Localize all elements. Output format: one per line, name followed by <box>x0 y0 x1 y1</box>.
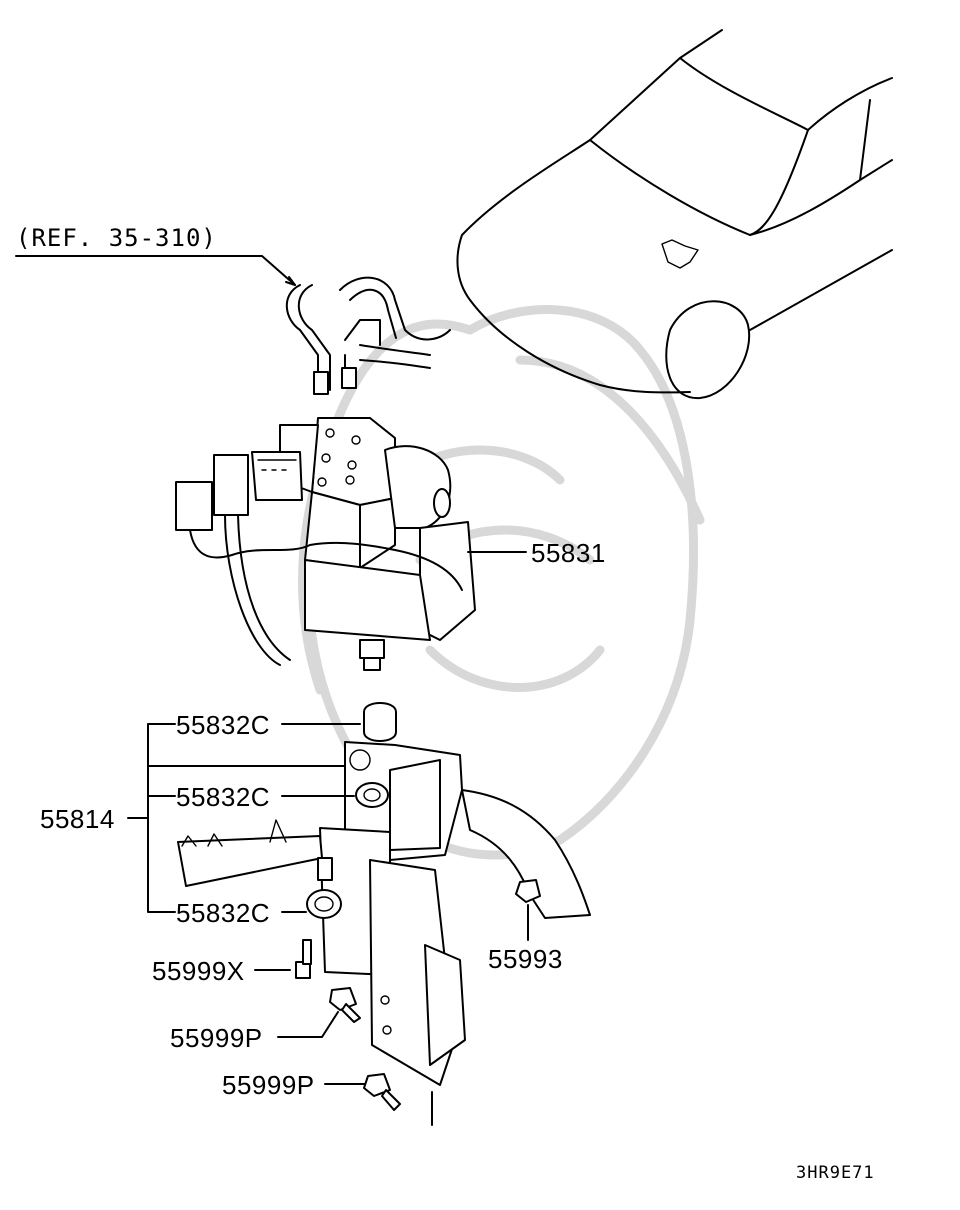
reference-leader <box>15 255 296 286</box>
part-label-55831[interactable]: 55831 <box>531 538 606 568</box>
part-label-55832c-top[interactable]: 55832C <box>176 710 271 740</box>
leader-lines <box>127 723 529 1126</box>
fasteners <box>295 879 541 1111</box>
insulators <box>306 702 397 919</box>
part-label-55999x[interactable]: 55999X <box>152 956 245 986</box>
bracket-assembly <box>177 741 591 1086</box>
diagram-code: 3HR9E71 <box>796 1163 875 1183</box>
part-label-55999p-lower[interactable]: 55999P <box>222 1070 315 1100</box>
part-label-55832c-bottom[interactable]: 55832C <box>176 898 271 928</box>
brake-lines <box>285 276 451 395</box>
part-label-55993[interactable]: 55993 <box>488 944 563 974</box>
vehicle-outline <box>456 29 893 400</box>
part-label-55999p-upper[interactable]: 55999P <box>170 1023 263 1053</box>
part-label-55814[interactable]: 55814 <box>40 804 115 834</box>
reference-label[interactable]: (REF. 35-310) <box>16 224 217 252</box>
abs-hydraulic-unit <box>175 417 476 671</box>
part-label-55832c-middle[interactable]: 55832C <box>176 782 271 812</box>
